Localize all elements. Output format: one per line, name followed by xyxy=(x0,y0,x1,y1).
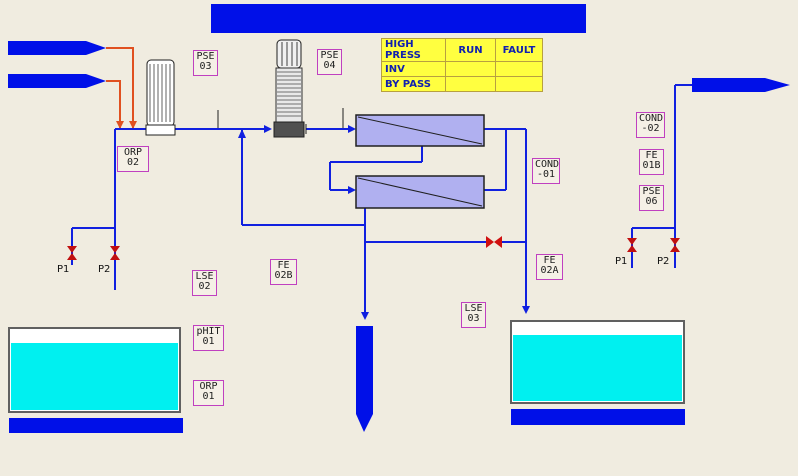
status-row-bypass: BY PASS xyxy=(381,76,543,92)
pipe-arrow-up xyxy=(238,129,246,138)
tag-orp01[interactable]: ORP 01 xyxy=(193,380,224,406)
tag-lse02[interactable]: LSE 02 xyxy=(192,270,217,296)
high-pressure-pump xyxy=(273,39,305,138)
status-row-inv: INV xyxy=(381,61,543,77)
valve-label-right-p1: P1 xyxy=(615,256,628,267)
pipe-arrow-membrane2 xyxy=(348,186,356,194)
outlet-arrow-right xyxy=(692,78,790,92)
bypass-valve-half xyxy=(494,236,502,248)
tag-lse03[interactable]: LSE 03 xyxy=(461,302,486,328)
valve-label-left-p2: P2 xyxy=(98,264,111,275)
tag-phit01[interactable]: pHIT 01 xyxy=(193,325,224,351)
status-header-run: RUN xyxy=(445,38,496,62)
inlet-arrow-bottom xyxy=(8,74,106,88)
valve-right-p1[interactable] xyxy=(627,238,637,252)
tag-fe01b[interactable]: FE 01B xyxy=(639,149,664,175)
drain-outlet xyxy=(356,326,373,432)
status-bypass-run[interactable] xyxy=(445,76,496,92)
tag-cond02[interactable]: COND -02 xyxy=(636,112,665,138)
pipe-arrow-membrane1 xyxy=(348,125,356,133)
title-banner xyxy=(211,4,586,33)
tag-pse04[interactable]: PSE 04 xyxy=(317,49,342,75)
tag-pse06[interactable]: PSE 06 xyxy=(639,185,664,211)
instrument-ticks xyxy=(217,108,344,134)
pipe-arrow-drain xyxy=(361,312,369,320)
ro-membrane-2 xyxy=(355,175,485,209)
ro-membrane-1 xyxy=(355,114,485,147)
status-label-inv: INV xyxy=(381,61,446,77)
tag-orp02[interactable]: ORP 02 xyxy=(117,146,149,172)
feed-lines xyxy=(106,47,134,128)
tag-fe02b[interactable]: FE 02B xyxy=(270,259,297,285)
valve-left-p2[interactable] xyxy=(110,246,120,260)
pump-status-table: HIGH PRESS RUN FAULT INV BY PASS xyxy=(381,38,543,92)
status-inv-fault[interactable] xyxy=(495,61,543,77)
status-inv-run[interactable] xyxy=(445,61,496,77)
status-header-high-press: HIGH PRESS xyxy=(381,38,446,62)
pipe-arrow-tank xyxy=(522,306,530,314)
status-label-bypass: BY PASS xyxy=(381,76,446,92)
tag-pse03[interactable]: PSE 03 xyxy=(193,50,218,76)
status-bypass-fault[interactable] xyxy=(495,76,543,92)
status-header-fault: FAULT xyxy=(495,38,543,62)
valve-label-right-p2: P2 xyxy=(657,256,670,267)
valve-label-left-p1: P1 xyxy=(57,264,70,275)
tag-fe02a[interactable]: FE 02A xyxy=(536,254,563,280)
feed-arrowhead-2 xyxy=(116,121,124,129)
pipe-arrow-pump2 xyxy=(264,125,272,133)
feed-arrowhead-1 xyxy=(129,121,137,129)
tag-cond01[interactable]: COND -01 xyxy=(532,158,560,184)
bypass-valve[interactable] xyxy=(486,236,494,248)
status-header-row: HIGH PRESS RUN FAULT xyxy=(381,38,543,62)
product-water-tank xyxy=(510,320,685,425)
cartridge-filter xyxy=(145,59,176,136)
raw-water-tank xyxy=(8,327,183,433)
inlet-arrow-top xyxy=(8,41,106,55)
valve-left-p1[interactable] xyxy=(67,246,77,260)
valve-right-p2[interactable] xyxy=(670,238,680,252)
